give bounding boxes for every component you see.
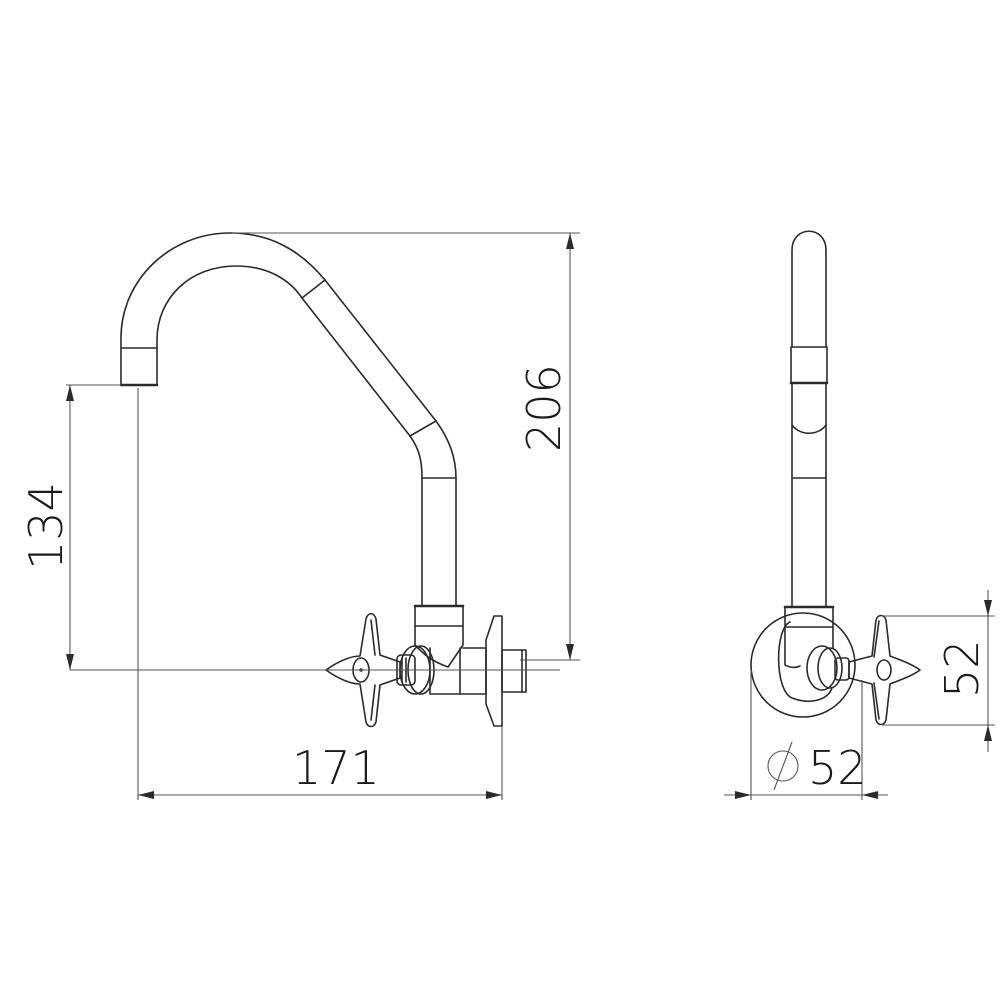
dimension-52-handle-label: 52 xyxy=(935,639,989,698)
dimension-171 xyxy=(138,726,503,800)
dimension-52-diameter-label: 52 xyxy=(808,741,867,795)
dimension-134 xyxy=(66,384,139,800)
collar-front xyxy=(783,605,835,669)
flange-front xyxy=(750,612,856,718)
dimension-52-handle xyxy=(882,590,995,752)
front-view xyxy=(750,230,921,726)
cross-handle-front xyxy=(848,614,921,726)
spout-front xyxy=(789,230,829,608)
dimension-52-diameter xyxy=(724,670,888,800)
spout-gooseneck xyxy=(119,232,457,607)
dimension-171-label: 171 xyxy=(292,741,380,795)
stem-collar xyxy=(413,604,465,668)
diameter-symbol-icon xyxy=(767,750,799,782)
bonnet-front xyxy=(806,645,850,691)
dimension-206-label: 206 xyxy=(517,364,571,452)
dimension-206 xyxy=(232,232,580,661)
valve-body xyxy=(429,615,527,727)
dimension-134-label: 134 xyxy=(19,482,73,570)
side-view xyxy=(70,232,560,728)
